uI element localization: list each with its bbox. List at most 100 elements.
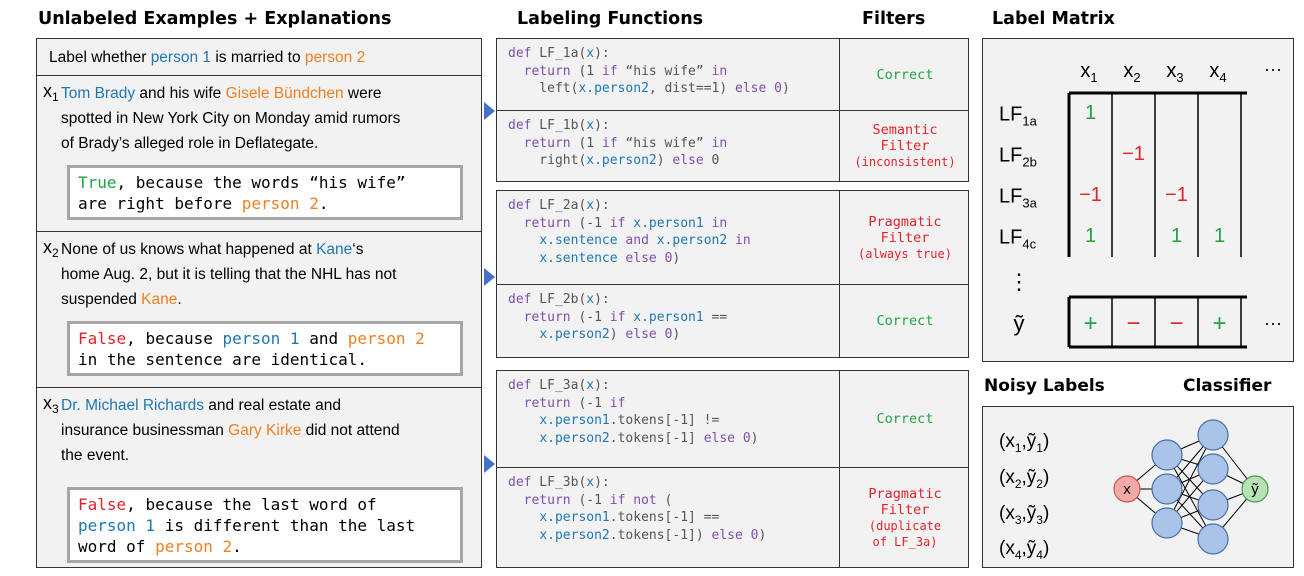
explanation-line: person 1 is different than the last bbox=[78, 515, 452, 536]
noisy-label-part: 2 bbox=[1036, 476, 1043, 491]
nn-hidden-node bbox=[1151, 473, 1183, 505]
lf-filter-label: Correct bbox=[839, 371, 970, 467]
matrix-y-value: + bbox=[1212, 310, 1226, 337]
matrix-row-header: LF2b bbox=[999, 145, 1037, 170]
noisy-label-part: ( bbox=[999, 431, 1006, 452]
matrix-y-value: + bbox=[1083, 310, 1097, 337]
example-id: x1 bbox=[43, 81, 59, 104]
noisy-label-part: 4 bbox=[1014, 548, 1022, 563]
lf-filter-label: Correct bbox=[839, 285, 970, 357]
noisy-label-part: ỹ bbox=[1026, 466, 1037, 488]
filter-name: Pragmatic Filter bbox=[868, 213, 942, 246]
matrix-cell-value: −1 bbox=[1165, 184, 1188, 206]
sentence-segment: home Aug. 2, but it is telling that the … bbox=[61, 266, 397, 283]
noisy-label-part: ) bbox=[1042, 466, 1050, 488]
sentence-segment: insurance businessman bbox=[61, 422, 229, 439]
lf-code: def LF_2b(x): return (-1 if x.person1 ==… bbox=[508, 292, 728, 342]
lf-row-3b: def LF_3b(x): return (-1 if not ( x.pers… bbox=[497, 468, 968, 567]
noisy-label-part: ỹ bbox=[1026, 431, 1037, 452]
explanation-segment: is different than the last bbox=[155, 516, 416, 535]
label-matrix-header: Label Matrix bbox=[992, 9, 1115, 29]
noisy-label-part: 4 bbox=[1036, 548, 1043, 563]
lf-filter-label: Correct bbox=[839, 39, 970, 111]
matrix-cell-value: 1 bbox=[1085, 225, 1096, 247]
examples-header: Unlabeled Examples + Explanations bbox=[38, 9, 392, 29]
lf-row-1b: def LF_1b(x): return (1 if “his wife” in… bbox=[497, 111, 968, 181]
explanation-segment: person 1 bbox=[222, 329, 300, 348]
noisy-label-part: ) bbox=[1042, 538, 1050, 560]
example-id: x3 bbox=[43, 393, 59, 416]
matrix-cell-value: 1 bbox=[1171, 225, 1182, 247]
filter-name: Correct bbox=[876, 411, 934, 427]
explanation-segment: . bbox=[318, 194, 329, 213]
explanation-line: are right before person 2. bbox=[78, 193, 452, 214]
example-index: 1 bbox=[52, 90, 59, 105]
lf-code: def LF_2a(x): return (-1 if x.person1 in… bbox=[508, 198, 751, 266]
explanation-segment: and bbox=[299, 329, 348, 348]
noisy-label-part: , bbox=[1021, 538, 1027, 560]
sentence-segment: spotted in New York City on Monday amid … bbox=[61, 110, 401, 127]
lf-filter-label: Semantic Filter(inconsistent) bbox=[839, 111, 970, 181]
lf-filter-label: Pragmatic Filter(always true) bbox=[839, 191, 970, 284]
matrix-y-value: − bbox=[1169, 310, 1183, 337]
noisy-label-part: 1 bbox=[1036, 440, 1043, 455]
noisy-label-pair: (x3,ỹ3) bbox=[999, 499, 1049, 535]
noisy-labels-list: (x1,ỹ1)(x2,ỹ2)(x3,ỹ3)(x4,ỹ4) bbox=[999, 427, 1049, 570]
examples-panel: Label whether person 1 is married to per… bbox=[36, 38, 482, 568]
filter-name: Correct bbox=[876, 67, 934, 83]
sentence-segment: suspended bbox=[61, 291, 142, 308]
noisy-label-part: x bbox=[1005, 466, 1015, 488]
filter-name: Pragmatic Filter bbox=[868, 485, 942, 518]
noisy-label-part: ) bbox=[1042, 431, 1050, 452]
task-text-pre: Label whether bbox=[49, 49, 151, 66]
sentence-segment: and real estate and bbox=[204, 397, 342, 414]
sentence-segment: the event. bbox=[61, 447, 130, 464]
sentence-line: Dr. Michael Richards and real estate and bbox=[61, 393, 465, 418]
example-var: x bbox=[43, 81, 52, 101]
sentence-segment: Kane bbox=[316, 241, 353, 258]
noisy-label-pair: (x2,ỹ2) bbox=[999, 463, 1049, 499]
noisy-label-part: 1 bbox=[1014, 440, 1022, 455]
filter-reason: (inconsistent) bbox=[854, 155, 956, 169]
noisy-label-part: ỹ bbox=[1026, 502, 1037, 524]
explanation-segment: in the sentence are identical. bbox=[78, 350, 367, 369]
matrix-col-ellipsis: ··· bbox=[1264, 59, 1282, 79]
sentence-line: home Aug. 2, but it is telling that the … bbox=[61, 262, 465, 287]
explanation-line: False, because person 1 and person 2 bbox=[78, 328, 452, 349]
lf-code: def LF_1b(x): return (1 if “his wife” in… bbox=[508, 118, 728, 168]
sentence-line: spotted in New York City on Monday amid … bbox=[61, 106, 465, 131]
explanation-line: in the sentence are identical. bbox=[78, 349, 452, 370]
example-sentence: Dr. Michael Richards and real estate and… bbox=[61, 393, 465, 468]
explanation-segment: , because the last word of bbox=[126, 495, 377, 514]
nn-hidden-node bbox=[1197, 523, 1229, 555]
sentence-line: of Brady’s alleged role in Deflategate. bbox=[61, 131, 465, 156]
labeling-functions-header: Labeling Functions bbox=[517, 9, 704, 29]
lf-code: def LF_1a(x): return (1 if “his wife” in… bbox=[508, 46, 790, 96]
nn-input-node bbox=[1113, 475, 1141, 503]
example-var: x bbox=[43, 393, 52, 413]
example-id: x2 bbox=[43, 237, 59, 260]
example-var: x bbox=[43, 237, 52, 257]
explanation-line: False, because the last word of bbox=[78, 494, 452, 515]
sentence-segment: Gary Kirke bbox=[228, 422, 302, 439]
matrix-col-header: x2 bbox=[1123, 60, 1140, 85]
nn-hidden-node bbox=[1197, 453, 1229, 485]
noisy-label-part: ( bbox=[999, 466, 1006, 488]
explanation-segment: . bbox=[232, 537, 242, 556]
matrix-cell-value: 1 bbox=[1214, 225, 1225, 247]
task-person2: person 2 bbox=[304, 49, 366, 66]
sentence-line: Tom Brady and his wife Gisele Bündchen w… bbox=[61, 81, 465, 106]
filter-name: Semantic Filter bbox=[872, 122, 938, 154]
matrix-row-header: LF3a bbox=[999, 186, 1038, 211]
sentence-segment: and his wife bbox=[135, 85, 226, 102]
noisy-label-part: ) bbox=[1042, 502, 1050, 524]
noisy-label-part: 2 bbox=[1014, 476, 1022, 491]
classifier-header: Classifier bbox=[1183, 376, 1272, 396]
noisy-label-part: x bbox=[1005, 431, 1015, 452]
sentence-segment: of Brady’s alleged role in Deflategate. bbox=[61, 135, 319, 152]
sentence-segment: did not attend bbox=[301, 422, 400, 439]
lf-row-2b: def LF_2b(x): return (-1 if x.person1 ==… bbox=[497, 285, 968, 357]
